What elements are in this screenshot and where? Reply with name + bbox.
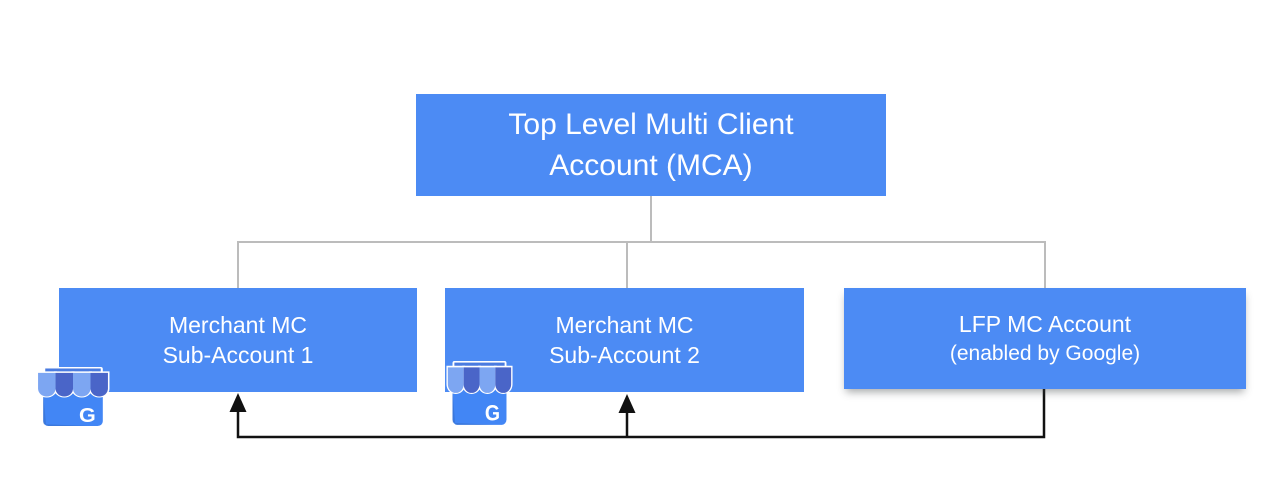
node-sub1-line1: Merchant MC [168,312,308,338]
node-merchant-sub-account-1: Merchant MC Sub-Account 1 [59,288,417,392]
google-business-icon: G [36,367,110,428]
awning-stripe-dark [495,367,512,393]
awning-stripe-dark [55,372,73,397]
google-g-letter: G [79,404,96,426]
feed-arrow-path [236,389,1046,439]
node-top-mca-line2: Account (MCA) [549,149,753,182]
storefront-body [452,388,507,425]
awning-stripe-light [479,367,496,393]
awning-stripe-light [38,372,56,397]
arrowhead-sub2-icon [618,394,636,413]
node-lfp-line1: LFP MC Account [958,310,1132,337]
node-lfp-line2: (enabled by Google) [949,341,1141,365]
awning-stripe-light [73,372,91,397]
tree-connector-lines [237,196,1046,288]
awning-stripe-dark [463,367,480,393]
node-lfp-mc-account: LFP MC Account (enabled by Google) [844,288,1246,389]
node-top-mca: Top Level Multi Client Account (MCA) [416,94,886,196]
google-g-letter: G [485,401,500,425]
node-top-mca-line1: Top Level Multi Client [508,108,794,141]
awning-stripe-dark [90,372,108,397]
storefront-body [43,392,103,427]
awning-stripe-light [447,367,464,393]
node-sub2-line2: Sub-Account 2 [549,342,700,368]
arrowhead-sub1-icon [229,393,247,412]
node-sub1-line2: Sub-Account 1 [162,342,314,368]
node-sub2-line1: Merchant MC [555,312,694,338]
google-business-icon: G [446,361,513,427]
